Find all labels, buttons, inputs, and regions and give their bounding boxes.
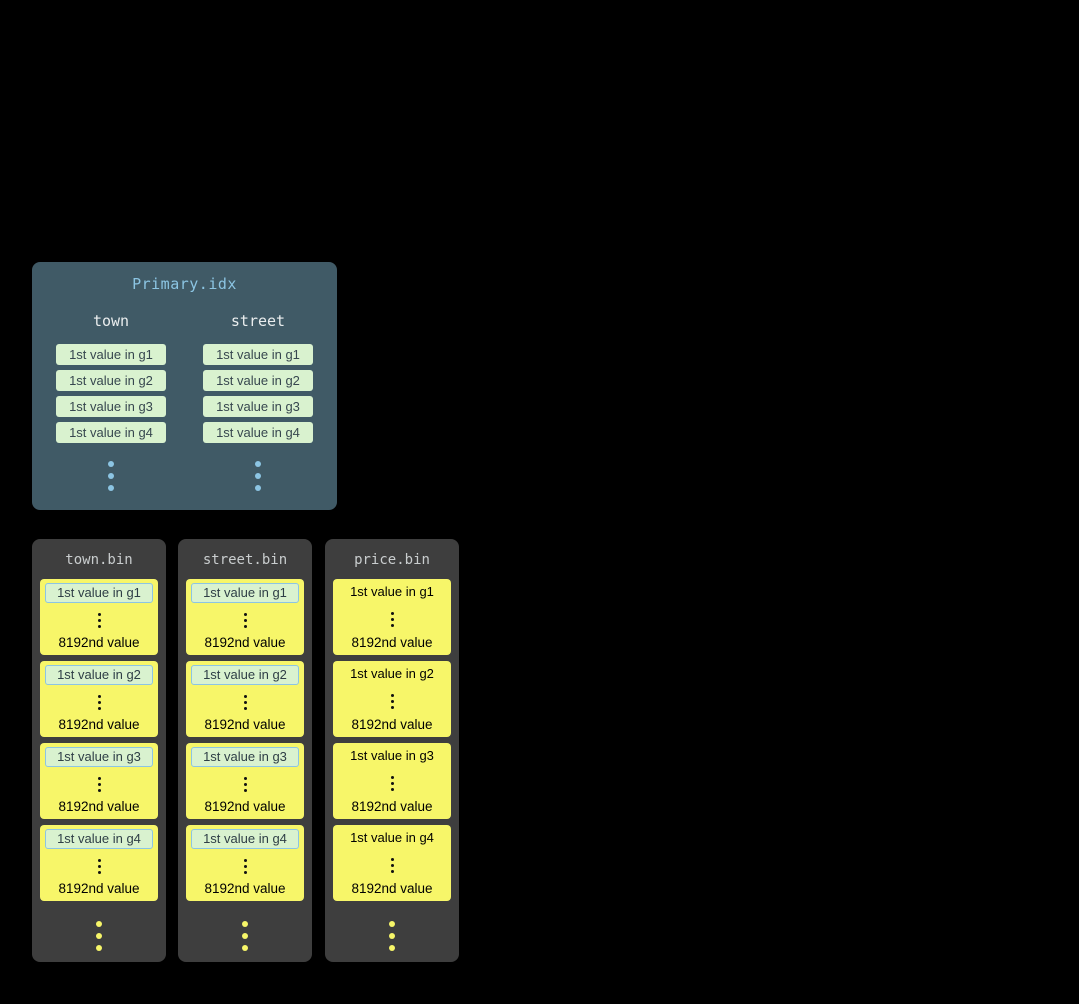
vertical-ellipsis-icon [255, 455, 261, 491]
granule-last-value: 8192nd value [351, 881, 433, 896]
primary-index-columns: town 1st value in g1 1st value in g2 1st… [32, 312, 337, 491]
granule-block: 1st value in g3 8192nd value [40, 743, 158, 819]
granule-block: 1st value in g2 8192nd value [40, 661, 158, 737]
granule-block: 1st value in g4 8192nd value [333, 825, 451, 901]
granule-block: 1st value in g1 8192nd value [186, 579, 304, 655]
granule-last-value: 8192nd value [351, 635, 433, 650]
vertical-ellipsis-icon [389, 915, 395, 951]
granule-last-value: 8192nd value [204, 635, 286, 650]
granule-block: 1st value in g2 8192nd value [186, 661, 304, 737]
granule-block: 1st value in g2 8192nd value [333, 661, 451, 737]
index-mark-value: 1st value in g1 [56, 344, 166, 365]
granule-last-value: 8192nd value [204, 799, 286, 814]
granule-first-value: 1st value in g1 [191, 583, 299, 604]
granule-block: 1st value in g3 8192nd value [186, 743, 304, 819]
granule-first-value: 1st value in g3 [191, 747, 299, 768]
index-mark-value: 1st value in g2 [203, 370, 313, 391]
granule-first-value: 1st value in g1 [45, 583, 153, 604]
granule-last-value: 8192nd value [58, 881, 140, 896]
vertical-ellipsis-icon [243, 774, 247, 793]
granule-first-value: 1st value in g4 [350, 830, 434, 845]
primary-index-title: Primary.idx [132, 275, 237, 293]
vertical-ellipsis-icon [242, 915, 248, 951]
granule-block: 1st value in g3 8192nd value [333, 743, 451, 819]
bin-file-title: price.bin [354, 552, 430, 568]
granule-first-value: 1st value in g2 [45, 665, 153, 686]
bin-file-title: town.bin [65, 552, 133, 568]
vertical-ellipsis-icon [390, 609, 394, 627]
column-header-street: street [230, 312, 286, 330]
granule-last-value: 8192nd value [58, 717, 140, 732]
vertical-ellipsis-icon [97, 692, 101, 711]
column-header-town: town [92, 312, 130, 330]
vertical-ellipsis-icon [97, 774, 101, 793]
vertical-ellipsis-icon [97, 856, 101, 875]
granule-block: 1st value in g1 8192nd value [333, 579, 451, 655]
vertical-ellipsis-icon [108, 455, 114, 491]
bin-file-panel-price: price.bin 1st value in g1 8192nd value 1… [325, 539, 459, 962]
primary-index-panel: Primary.idx town 1st value in g1 1st val… [32, 262, 337, 510]
granule-block: 1st value in g1 8192nd value [40, 579, 158, 655]
granule-last-value: 8192nd value [204, 717, 286, 732]
vertical-ellipsis-icon [243, 610, 247, 629]
granule-block: 1st value in g4 8192nd value [40, 825, 158, 901]
granule-first-value: 1st value in g4 [45, 829, 153, 850]
granule-first-value: 1st value in g1 [350, 584, 434, 599]
vertical-ellipsis-icon [96, 915, 102, 951]
granule-last-value: 8192nd value [58, 799, 140, 814]
index-mark-value: 1st value in g3 [56, 396, 166, 417]
vertical-ellipsis-icon [243, 692, 247, 711]
granule-first-value: 1st value in g2 [350, 666, 434, 681]
bin-file-title: street.bin [202, 552, 288, 568]
bin-file-panel-town: town.bin 1st value in g1 8192nd value 1s… [32, 539, 166, 962]
bin-file-panel-street: street.bin 1st value in g1 8192nd value … [178, 539, 312, 962]
index-mark-value: 1st value in g4 [203, 422, 313, 443]
primary-column-town: town 1st value in g1 1st value in g2 1st… [56, 312, 166, 491]
index-mark-value: 1st value in g3 [203, 396, 313, 417]
granule-first-value: 1st value in g4 [191, 829, 299, 850]
granule-first-value: 1st value in g3 [350, 748, 434, 763]
granule-last-value: 8192nd value [351, 717, 433, 732]
index-mark-value: 1st value in g1 [203, 344, 313, 365]
vertical-ellipsis-icon [243, 856, 247, 875]
granule-first-value: 1st value in g2 [191, 665, 299, 686]
granule-last-value: 8192nd value [204, 881, 286, 896]
vertical-ellipsis-icon [97, 610, 101, 629]
granule-last-value: 8192nd value [351, 799, 433, 814]
primary-column-street: street 1st value in g1 1st value in g2 1… [203, 312, 313, 491]
vertical-ellipsis-icon [390, 773, 394, 791]
index-mark-value: 1st value in g2 [56, 370, 166, 391]
granule-first-value: 1st value in g3 [45, 747, 153, 768]
index-mark-value: 1st value in g4 [56, 422, 166, 443]
granule-last-value: 8192nd value [58, 635, 140, 650]
vertical-ellipsis-icon [390, 855, 394, 873]
granule-block: 1st value in g4 8192nd value [186, 825, 304, 901]
vertical-ellipsis-icon [390, 691, 394, 709]
